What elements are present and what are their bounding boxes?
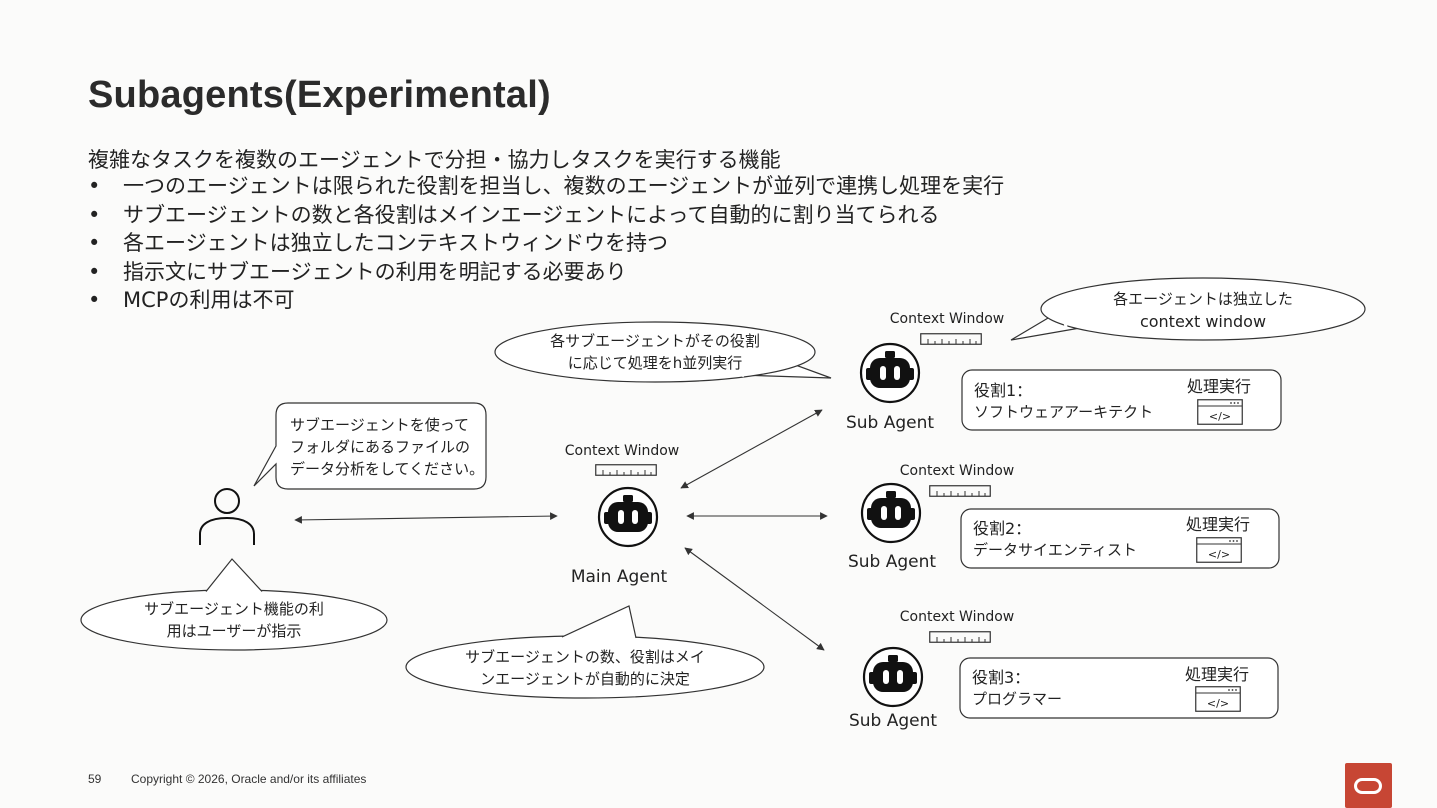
parallel-note-callout: 各サブエージェントがその役割 に応じて処理をh並列実行 xyxy=(494,321,832,383)
sub-agent-2: Context Window Sub Agent 役割2： データサイエンティス… xyxy=(848,463,1280,572)
parallel-note-line: 各サブエージェントがその役割 xyxy=(550,332,760,350)
sub-agent-label: Sub Agent xyxy=(848,552,936,572)
sub-agent-1: Context Window Sub Agent 役割1： ソフトウェアアーキテ… xyxy=(846,311,1282,433)
robot-icon xyxy=(859,342,921,404)
oracle-logo-icon xyxy=(1345,763,1392,808)
robot-icon xyxy=(597,486,659,548)
role-name: ソフトウェアアーキテクト xyxy=(974,403,1153,421)
context-window-label: Context Window xyxy=(565,443,680,459)
ruler-icon xyxy=(920,333,982,345)
exec-label: 処理実行 xyxy=(1186,515,1250,534)
independent-note-line: 各エージェントは独立した xyxy=(1113,290,1293,308)
role-title: 役割3： xyxy=(972,668,1030,687)
bullet-item: サブエージェントの数と各役割はメインエージェントによって自動的に割り当てられる xyxy=(88,201,1004,230)
sub-agent-label: Sub Agent xyxy=(846,413,934,433)
page-title: Subagents(Experimental) xyxy=(88,74,551,116)
role-title: 役割1： xyxy=(974,381,1032,400)
sub-agent-label: Sub Agent xyxy=(849,711,937,731)
bullet-item: 各エージェントは独立したコンテキストウィンドウを持つ xyxy=(88,229,1004,258)
code-glyph: </> xyxy=(1208,548,1230,561)
user-main-arrow xyxy=(294,512,558,524)
sub-agent-3: Context Window Sub Agent 役割3： プログラマー 処理実… xyxy=(849,609,1279,731)
ruler-icon xyxy=(929,485,991,497)
assign-note-callout: サブエージェントの数、役割はメイ ンエージェントが自動的に決定 xyxy=(405,605,765,699)
exec-label: 処理実行 xyxy=(1187,377,1251,396)
page-number: 59 xyxy=(88,772,102,786)
main-sub3-arrow xyxy=(684,547,825,651)
assign-note-line: ンエージェントが自動的に決定 xyxy=(480,670,690,688)
main-agent-label: Main Agent xyxy=(571,567,668,587)
parallel-note-line: に応じて処理をh並列実行 xyxy=(568,354,743,372)
bullet-item: MCPの利用は不可 xyxy=(88,286,1004,315)
code-glyph: </> xyxy=(1207,697,1229,710)
assign-note-line: サブエージェントの数、役割はメイ xyxy=(465,648,705,666)
role-title: 役割2： xyxy=(973,519,1031,538)
context-window-label: Context Window xyxy=(900,463,1015,479)
user-request-line: データ分析をしてください。 xyxy=(290,460,484,478)
user-note-line: 用はユーザーが指示 xyxy=(167,622,302,640)
user-icon xyxy=(199,488,255,545)
context-window-label: Context Window xyxy=(890,311,1005,327)
bullet-list: 一つのエージェントは限られた役割を担当し、複数のエージェントが並列で連携し処理を… xyxy=(88,172,1004,315)
code-glyph: </> xyxy=(1209,410,1231,423)
user-request-line: サブエージェントを使って xyxy=(290,416,469,434)
independent-note-line: context window xyxy=(1140,312,1266,331)
bullet-item: 指示文にサブエージェントの利用を明記する必要あり xyxy=(88,258,1004,287)
user-note-line: サブエージェント機能の利 xyxy=(144,600,324,618)
user-request-line: フォルダにあるファイルの xyxy=(290,438,470,456)
robot-icon xyxy=(862,646,924,708)
connector-arrows xyxy=(294,409,828,651)
role-name: データサイエンティスト xyxy=(973,541,1137,559)
user-note-callout: サブエージェント機能の利 用はユーザーが指示 xyxy=(80,558,388,651)
ruler-icon xyxy=(929,631,991,643)
robot-icon xyxy=(860,482,922,544)
ruler-icon xyxy=(595,464,657,476)
role-name: プログラマー xyxy=(972,690,1062,708)
user-request-bubble: サブエージェントを使って フォルダにあるファイルの データ分析をしてください。 xyxy=(253,402,487,490)
independent-note-callout: 各エージェントは独立した context window xyxy=(1010,277,1366,341)
exec-label: 処理実行 xyxy=(1185,665,1249,684)
lead-text: 複雑なタスクを複数のエージェントで分担・協力しタスクを実行する機能 xyxy=(88,148,781,172)
main-sub1-arrow xyxy=(680,409,823,489)
bullet-item: 一つのエージェントは限られた役割を担当し、複数のエージェントが並列で連携し処理を… xyxy=(88,172,1004,201)
context-window-label: Context Window xyxy=(900,609,1015,625)
copyright-text: Copyright © 2026, Oracle and/or its affi… xyxy=(131,772,367,786)
main-agent: Context Window Main Agent xyxy=(565,443,680,587)
